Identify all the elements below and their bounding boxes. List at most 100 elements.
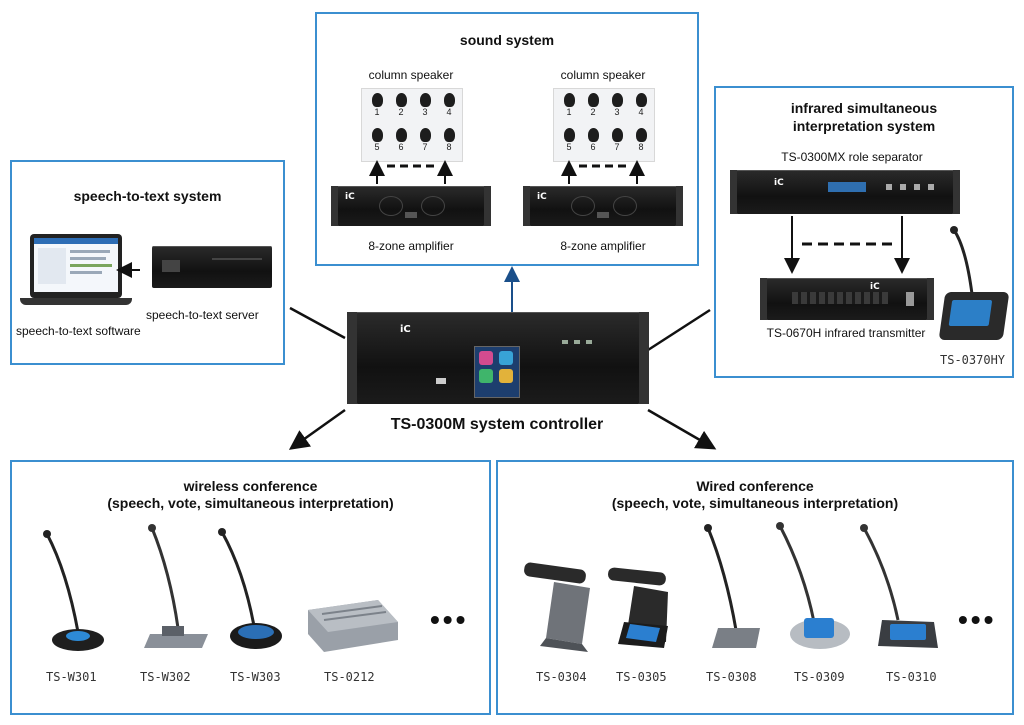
amplifier-right-icon: iC [523,186,683,226]
link-to-infrared [647,308,711,352]
link-to-speech-to-text [289,306,346,340]
speaker-icon [395,128,407,142]
speaker-zone-number: 4 [446,107,452,117]
speaker-zone: 3 [414,91,436,125]
speech-to-text-software-label: speech-to-text software [16,324,141,338]
speaker-zone-number: 7 [422,142,428,152]
role-separator-icon: iC [730,170,960,214]
speaker-zone-number: 8 [446,142,452,152]
link-to-wired [647,408,717,450]
amplifier-label-left: 8-zone amplifier [368,239,454,253]
speaker-zone: 7 [414,126,436,160]
speaker-zone: 6 [390,126,412,160]
ts-w303-icon [218,528,282,649]
wireless-more-indicator: ••• [430,604,469,635]
wired-more-indicator: ••• [958,604,997,635]
speaker-zone: 8 [630,126,652,160]
infrared-title-line2: interpretation system [792,118,936,134]
controller-screen [474,346,520,398]
speaker-zone-number: 1 [374,107,380,117]
system-controller-label: TS-0300M system controller [390,416,604,433]
link-to-wireless [288,408,346,450]
speaker-icon [419,128,431,142]
ts-0304-label: TS-0304 [536,670,587,684]
ts-0305-label: TS-0305 [616,670,667,684]
infrared-title-line1: infrared simultaneous [790,100,938,116]
speech-to-text-panel: speech-to-text system speech-to-text ser… [10,160,285,365]
speaker-icon [563,128,575,142]
amplifier-label-right: 8-zone amplifier [560,239,646,253]
speaker-icon [371,93,383,107]
speaker-icon [611,93,623,107]
speaker-zone-number: 1 [566,107,572,117]
speaker-icon [419,93,431,107]
speaker-icon [587,93,599,107]
speaker-icon [371,128,383,142]
speech-to-text-title: speech-to-text system [73,188,222,204]
infrared-transmitter-label: TS-0670H infrared transmitter [766,326,926,340]
speaker-icon [443,93,455,107]
infrared-panel: infrared simultaneous interpretation sys… [714,86,1014,378]
ts-0212-label: TS-0212 [324,670,375,684]
speaker-zone: 4 [438,91,460,125]
speaker-zone: 5 [366,126,388,160]
speaker-zone-number: 7 [614,142,620,152]
speaker-zone-number: 3 [422,107,428,117]
speaker-zone: 1 [558,91,580,125]
sound-system-panel: sound system column speaker column speak… [315,12,699,266]
speaker-zone: 3 [606,91,628,125]
ts-0310-label: TS-0310 [886,670,937,684]
server-to-laptop-arrow [116,262,140,278]
laptop-icon [30,234,122,298]
wired-devices-icons [524,522,938,652]
sound-system-title: sound system [459,32,555,48]
laptop-base [20,298,132,305]
ts-w302-icon [144,524,208,648]
speaker-zone: 1 [366,91,388,125]
speaker-icon [443,128,455,142]
speaker-zone-number: 8 [638,142,644,152]
ts-w301-icon [43,530,104,651]
speaker-zone: 2 [390,91,412,125]
role-separator-label: TS-0300MX role separator [781,150,923,164]
ts-0309-icon [776,522,850,649]
console-icon [938,292,1010,340]
speaker-zone-number: 4 [638,107,644,117]
speech-to-text-server-label: speech-to-text server [146,308,259,322]
ts-0309-label: TS-0309 [794,670,845,684]
speaker-icon [635,93,647,107]
ts-0308-icon [704,524,760,648]
speaker-zone: 6 [582,126,604,160]
speaker-zone-number: 5 [566,142,572,152]
console-label: TS-0370HY [940,353,1006,367]
speaker-zone-number: 6 [590,142,596,152]
ts-w302-label: TS-W302 [140,670,191,684]
speaker-zone-number: 2 [398,107,404,117]
wireless-devices-icons [43,524,398,652]
speaker-icon [635,128,647,142]
ts-0212-icon [308,600,398,652]
wireless-conference-panel: wireless conference (speech, vote, simul… [10,460,491,715]
speaker-zone: 5 [558,126,580,160]
ts-0308-label: TS-0308 [706,670,757,684]
speaker-icon [587,128,599,142]
wired-conference-panel: Wired conference (speech, vote, simultan… [496,460,1014,715]
system-controller-icon: iC [347,312,649,404]
wired-title-line1: Wired conference [696,478,814,494]
speech-to-text-server-icon [152,246,272,288]
ts-w303-label: TS-W303 [230,670,281,684]
speaker-zone: 4 [630,91,652,125]
speaker-zone-number: 3 [614,107,620,117]
speaker-icon [611,128,623,142]
speaker-zone: 8 [438,126,460,160]
brand-logo: iC [400,324,411,335]
ts-0304-icon [524,562,590,652]
speaker-icon [395,93,407,107]
speaker-zone-number: 2 [590,107,596,117]
infrared-transmitter-icon: iC [760,278,934,320]
column-speaker-label-right: column speaker [560,68,646,82]
ts-0310-icon [860,524,938,648]
wireless-title-line2: (speech, vote, simultaneous interpretati… [107,495,394,511]
